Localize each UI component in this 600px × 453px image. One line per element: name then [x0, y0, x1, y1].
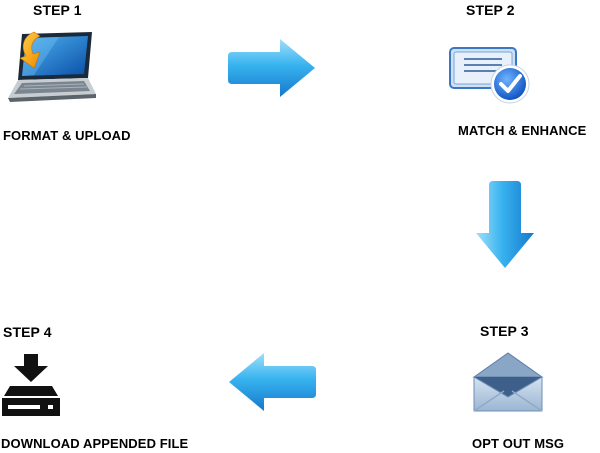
arrow-right-icon: [228, 37, 316, 104]
step-2-number: STEP 2: [466, 2, 515, 18]
step-4-number: STEP 4: [3, 324, 52, 340]
step-2-title: MATCH & ENHANCE: [458, 123, 587, 138]
step-3-number: STEP 3: [480, 323, 529, 339]
arrow-left-icon: [228, 351, 316, 418]
step-1-title: FORMAT & UPLOAD: [3, 128, 131, 143]
open-envelope-icon: [470, 349, 546, 420]
laptop-upload-icon: [4, 28, 96, 109]
step-4-title: DOWNLOAD APPENDED FILE: [1, 436, 189, 451]
document-check-icon: [448, 42, 534, 111]
download-tray-icon: [0, 354, 64, 423]
arrow-down-icon: [474, 181, 536, 274]
step-1-number: STEP 1: [33, 2, 82, 18]
step-3-title: OPT OUT MSG: [472, 436, 565, 451]
